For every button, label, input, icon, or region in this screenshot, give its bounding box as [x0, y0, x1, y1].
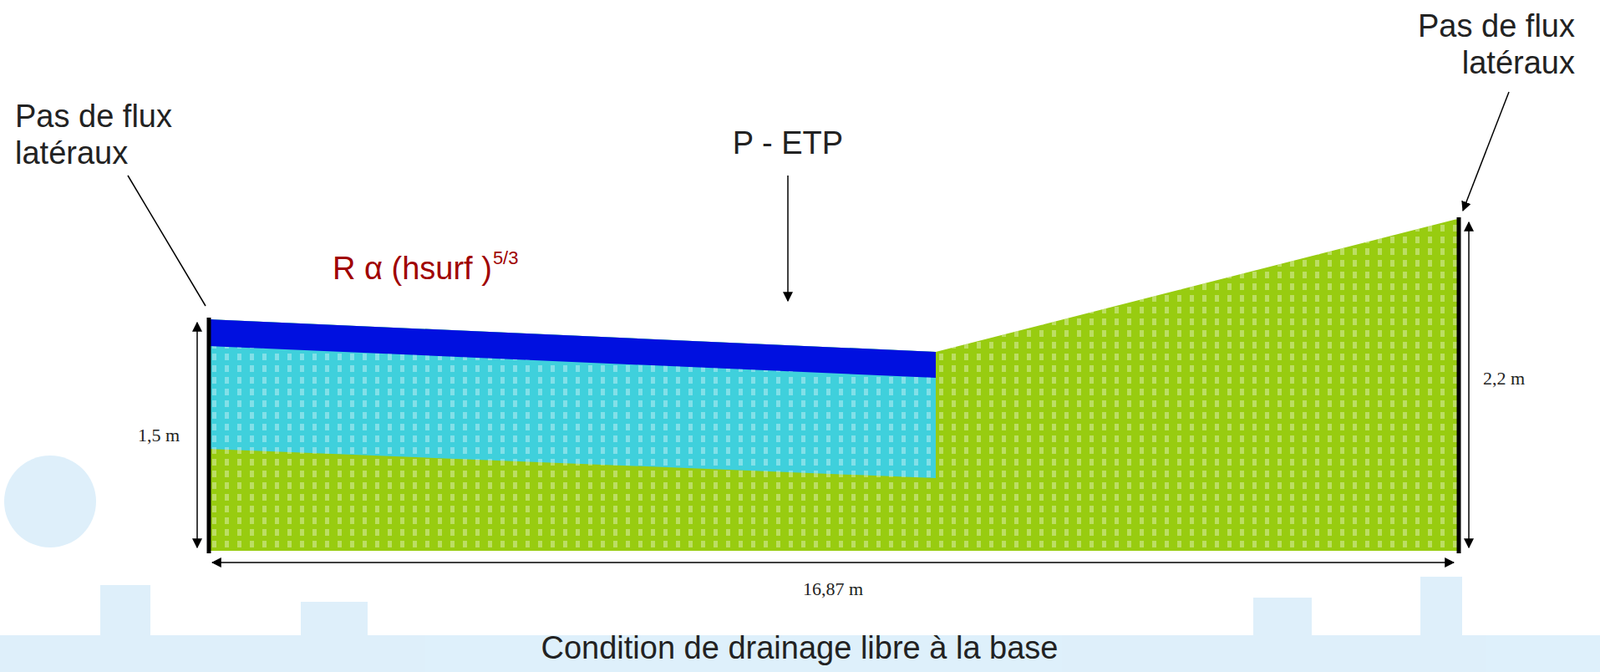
dimension-label: 2,2 m — [1480, 367, 1528, 390]
flux-arrow — [787, 175, 789, 301]
dimension-arrow — [196, 322, 199, 548]
dimension-label: 1,5 m — [135, 424, 183, 447]
formula-text: R α (hsurf ) — [332, 250, 493, 287]
mesh-texture — [208, 218, 1458, 551]
callout-text: Pas de flux latéraux — [15, 98, 224, 172]
leader-line — [127, 175, 206, 306]
boundary-bar — [1457, 217, 1462, 554]
flux-label: P - ETP — [701, 125, 874, 163]
dimension-label: 16,87 m — [800, 578, 866, 600]
boundary-bar — [207, 317, 212, 554]
leader-line — [1462, 91, 1509, 211]
caption-text: Condition de drainage libre à la base — [465, 629, 1134, 667]
callout-text: Pas de flux latéraux — [1336, 8, 1575, 82]
dimension-arrow — [1467, 222, 1470, 548]
dimension-arrow — [212, 561, 1454, 564]
formula-exponent: 5/3 — [492, 247, 519, 270]
